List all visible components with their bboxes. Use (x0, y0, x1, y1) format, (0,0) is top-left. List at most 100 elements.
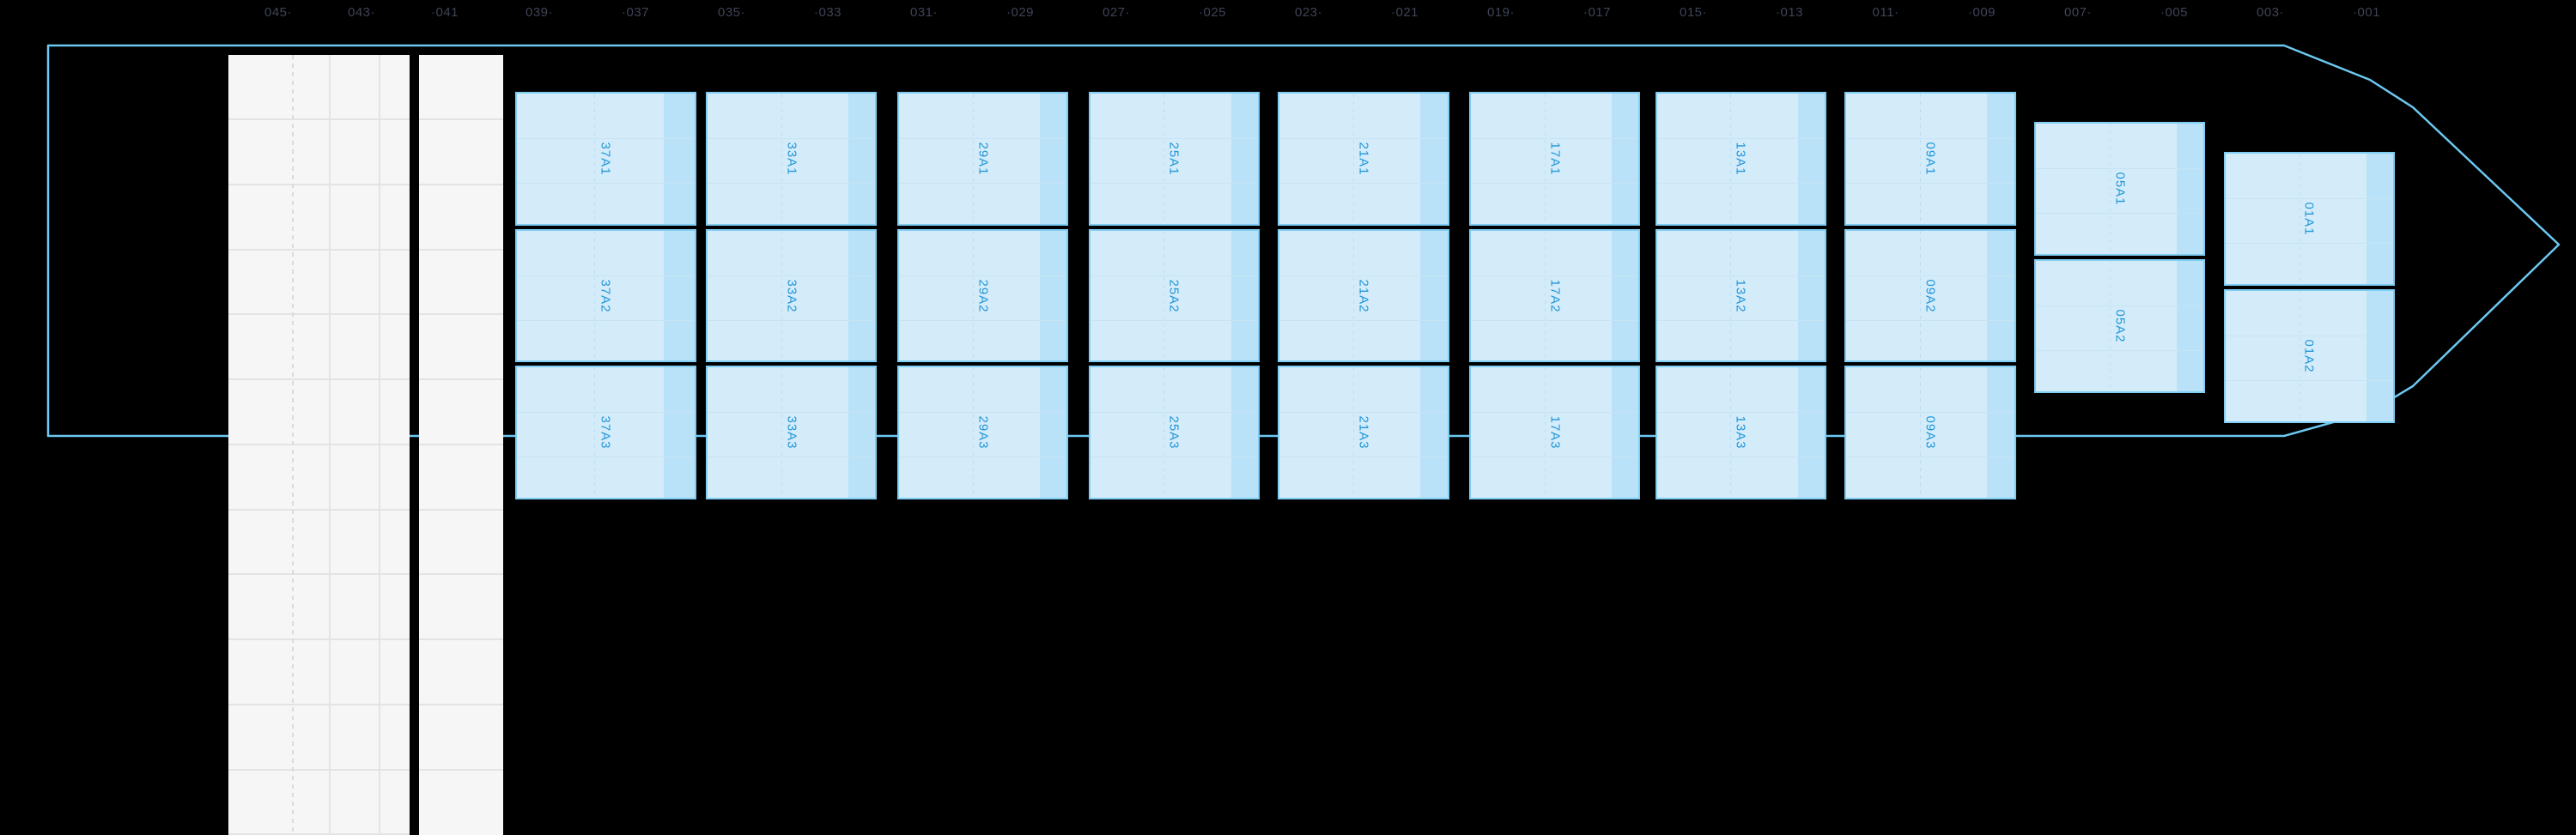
container-cell[interactable]: 37A2 (514, 228, 696, 363)
cell-label: 33A1 (784, 142, 799, 176)
plan-block-45-43[interactable] (228, 55, 410, 835)
container-cell[interactable]: 13A3 (1655, 366, 1826, 500)
container-cell[interactable]: 05A2 (2034, 258, 2206, 393)
container-cell[interactable]: 25A1 (1088, 92, 1260, 226)
container-cell[interactable]: 25A3 (1088, 366, 1260, 500)
cell-tier-line (1656, 182, 1825, 184)
plan-row[interactable] (419, 575, 503, 641)
bay-tick-021: ·021 (1390, 5, 1419, 20)
container-cell[interactable]: 09A1 (1844, 92, 2016, 226)
plan-row[interactable] (228, 120, 410, 185)
cell-centerline-dotted (2109, 260, 2111, 391)
cell-label: 17A2 (1547, 279, 1563, 313)
plan-row[interactable] (419, 55, 503, 121)
container-cell[interactable]: 37A1 (514, 92, 696, 226)
container-cell[interactable]: 17A1 (1468, 92, 1641, 226)
cell-tier-line (1090, 275, 1258, 276)
cell-centerline-dotted (1920, 230, 1922, 361)
plan-row[interactable] (228, 705, 410, 771)
cell-label: 21A3 (1356, 415, 1371, 450)
container-cell[interactable]: 29A1 (896, 92, 1069, 226)
plan-row[interactable] (419, 185, 503, 251)
cell-tier-line (2036, 349, 2204, 351)
cell-centerline-dotted (781, 230, 782, 361)
plan-block-41[interactable] (419, 55, 503, 835)
cell-tier-line (708, 182, 876, 184)
cell-tier-line (1656, 137, 1825, 139)
plan-row[interactable] (419, 705, 503, 771)
cell-side-strip (1039, 94, 1067, 224)
cell-tier-line (898, 137, 1067, 139)
container-cell[interactable]: 13A2 (1655, 228, 1826, 363)
plan-row[interactable] (228, 185, 410, 251)
cell-side-strip (1039, 230, 1067, 361)
container-cell[interactable]: 33A3 (706, 366, 878, 500)
cell-side-strip (1420, 230, 1448, 361)
cell-centerline-dotted (1352, 367, 1354, 499)
plan-row[interactable] (419, 380, 503, 445)
cell-side-strip (1611, 230, 1639, 361)
bay-tick-005: ·005 (2160, 5, 2189, 20)
bay-tick-023: 023· (1294, 5, 1323, 20)
cell-label: 25A2 (1166, 279, 1182, 313)
cell-centerline-dotted (1544, 230, 1546, 361)
cell-side-strip (2366, 290, 2394, 421)
plan-row[interactable] (228, 640, 410, 705)
cell-centerline-dotted (1352, 94, 1354, 224)
container-cell[interactable]: 17A3 (1468, 366, 1641, 500)
cell-tier-line (2225, 379, 2394, 381)
cell-side-strip (664, 230, 695, 361)
cell-label: 01A1 (2301, 202, 2317, 236)
container-cell[interactable]: 05A1 (2034, 122, 2206, 256)
container-cell[interactable]: 21A3 (1278, 366, 1449, 500)
plan-row[interactable] (228, 380, 410, 445)
container-cell[interactable]: 09A3 (1844, 366, 2016, 500)
plan-row[interactable] (228, 55, 410, 121)
cell-tier-line (2225, 198, 2394, 200)
cell-label: 17A3 (1547, 415, 1563, 450)
container-cell[interactable]: 01A1 (2223, 152, 2396, 286)
bay-tick-009: ·009 (1967, 5, 1996, 20)
plan-row[interactable] (228, 445, 410, 511)
plan-row[interactable] (419, 445, 503, 511)
container-cell[interactable]: 37A3 (514, 366, 696, 500)
cell-tier-line (1470, 412, 1639, 414)
cell-label: 13A2 (1733, 279, 1748, 313)
cell-side-strip (848, 230, 876, 361)
cell-side-strip (2366, 154, 2394, 284)
container-cell[interactable]: 33A2 (706, 228, 878, 363)
cell-tier-line (1846, 412, 2014, 414)
cell-label: 17A1 (1547, 142, 1563, 176)
bay-tick-013: ·013 (1775, 5, 1804, 20)
container-cell[interactable]: 33A1 (706, 92, 878, 226)
container-cell[interactable]: 29A2 (896, 228, 1069, 363)
cell-tier-line (2036, 212, 2204, 214)
cell-tier-line (898, 412, 1067, 414)
container-cell[interactable]: 25A2 (1088, 228, 1260, 363)
bay-tick-033: ·033 (813, 5, 842, 20)
plan-row[interactable] (228, 315, 410, 381)
container-cell[interactable]: 09A2 (1844, 228, 2016, 363)
plan-row[interactable] (228, 251, 410, 316)
cell-tier-line (516, 412, 695, 414)
container-cell[interactable]: 21A1 (1278, 92, 1449, 226)
container-cell[interactable]: 01A2 (2223, 288, 2396, 423)
plan-row[interactable] (228, 771, 410, 835)
plan-row[interactable] (419, 251, 503, 316)
container-cell[interactable]: 13A1 (1655, 92, 1826, 226)
cell-centerline-dotted (2109, 124, 2111, 254)
container-cell[interactable]: 21A2 (1278, 228, 1449, 363)
container-cell[interactable]: 17A2 (1468, 228, 1641, 363)
plan-row[interactable] (419, 771, 503, 835)
plan-row[interactable] (419, 640, 503, 705)
cell-tier-line (516, 137, 695, 139)
plan-row[interactable] (419, 120, 503, 185)
plan-row[interactable] (419, 511, 503, 576)
cell-tier-line (1090, 182, 1258, 184)
plan-row[interactable] (419, 315, 503, 381)
plan-row[interactable] (228, 511, 410, 576)
plan-row[interactable] (228, 575, 410, 641)
cell-tier-line (1846, 275, 2014, 276)
cell-centerline-dotted (1163, 230, 1165, 361)
container-cell[interactable]: 29A3 (896, 366, 1069, 500)
